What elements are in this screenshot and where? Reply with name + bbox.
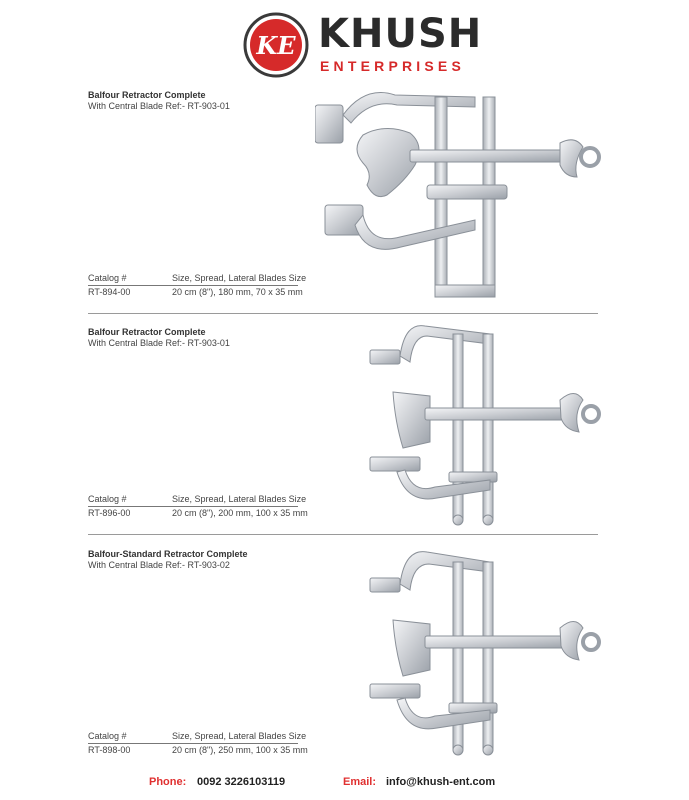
product-title: Balfour Retractor Complete	[88, 327, 206, 337]
product-block-1: Balfour Retractor Complete With Central …	[0, 0, 689, 315]
balfour-retractor-image	[315, 92, 601, 298]
brand-subtitle: ENTERPRISES	[320, 58, 465, 74]
phone-label: Phone:	[149, 776, 187, 788]
email-link[interactable]: info@khush-ent.com	[386, 776, 496, 788]
product-ref: With Central Blade Ref:- RT-903-01	[88, 338, 230, 348]
section-divider	[88, 313, 598, 314]
product-title: Balfour-Standard Retractor Complete	[88, 549, 248, 559]
footer-contact: Phone: 0092 3226103119 Email: info@khush…	[0, 776, 689, 794]
table-rule	[88, 285, 298, 286]
size-value: 20 cm (8"), 250 mm, 100 x 35 mm	[172, 745, 308, 755]
brand-name: KHUSH	[318, 11, 483, 57]
size-label: Size, Spread, Lateral Blades Size	[172, 731, 307, 741]
table-rule	[88, 743, 298, 744]
size-value: 20 cm (8"), 180 mm, 70 x 35 mm	[172, 287, 303, 297]
email-label: Email:	[343, 776, 377, 788]
catalog-number: RT-894-00	[88, 287, 131, 297]
logo-letters: KE	[255, 31, 296, 60]
product-block-3: Balfour-Standard Retractor Complete With…	[88, 549, 601, 756]
catalog-number: RT-898-00	[88, 745, 131, 755]
product-ref: With Central Blade Ref:- RT-903-02	[88, 560, 230, 570]
size-label: Size, Spread, Lateral Blades Size	[172, 494, 307, 504]
phone-number: 0092 3226103119	[197, 776, 286, 788]
size-value: 20 cm (8"), 200 mm, 100 x 35 mm	[172, 508, 308, 518]
catalog-label: Catalog #	[88, 731, 127, 741]
header: KE KHUSH ENTERPRISES	[0, 0, 689, 85]
balfour-retractor-image	[369, 551, 601, 756]
company-logo-icon: KE	[243, 12, 309, 78]
catalog-label: Catalog #	[88, 273, 127, 283]
section-divider	[88, 534, 598, 535]
catalog-number: RT-896-00	[88, 508, 131, 518]
size-label: Size, Spread, Lateral Blades Size	[172, 273, 307, 283]
table-rule	[88, 506, 298, 507]
product-block-2: Balfour Retractor Complete With Central …	[88, 325, 601, 526]
balfour-retractor-image	[369, 325, 601, 526]
product-title: Balfour Retractor Complete	[88, 90, 206, 100]
product-ref: With Central Blade Ref:- RT-903-01	[88, 101, 230, 111]
catalog-label: Catalog #	[88, 494, 127, 504]
